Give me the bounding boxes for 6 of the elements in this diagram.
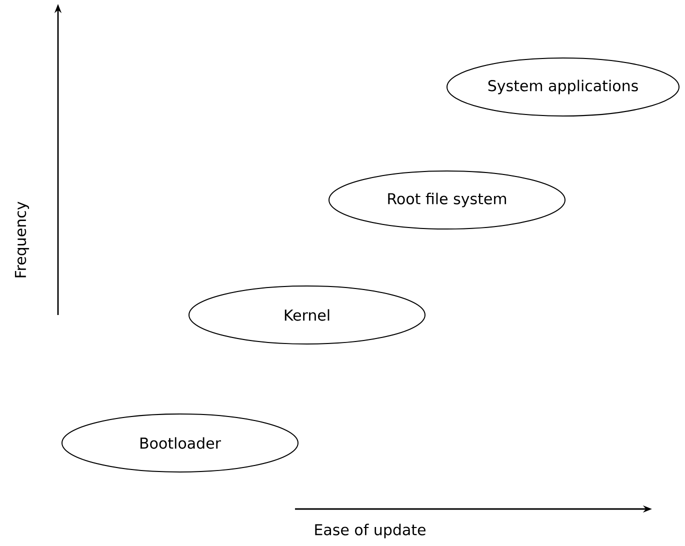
ellipse-node: System applications [446, 58, 680, 116]
ellipse-node: Kernel [188, 286, 426, 344]
axis-label: Frequency [14, 202, 30, 278]
ellipse-node: Bootloader [62, 414, 298, 472]
ellipse-node: Root file system [328, 170, 566, 230]
axis-label: Ease of update [315, 524, 426, 538]
